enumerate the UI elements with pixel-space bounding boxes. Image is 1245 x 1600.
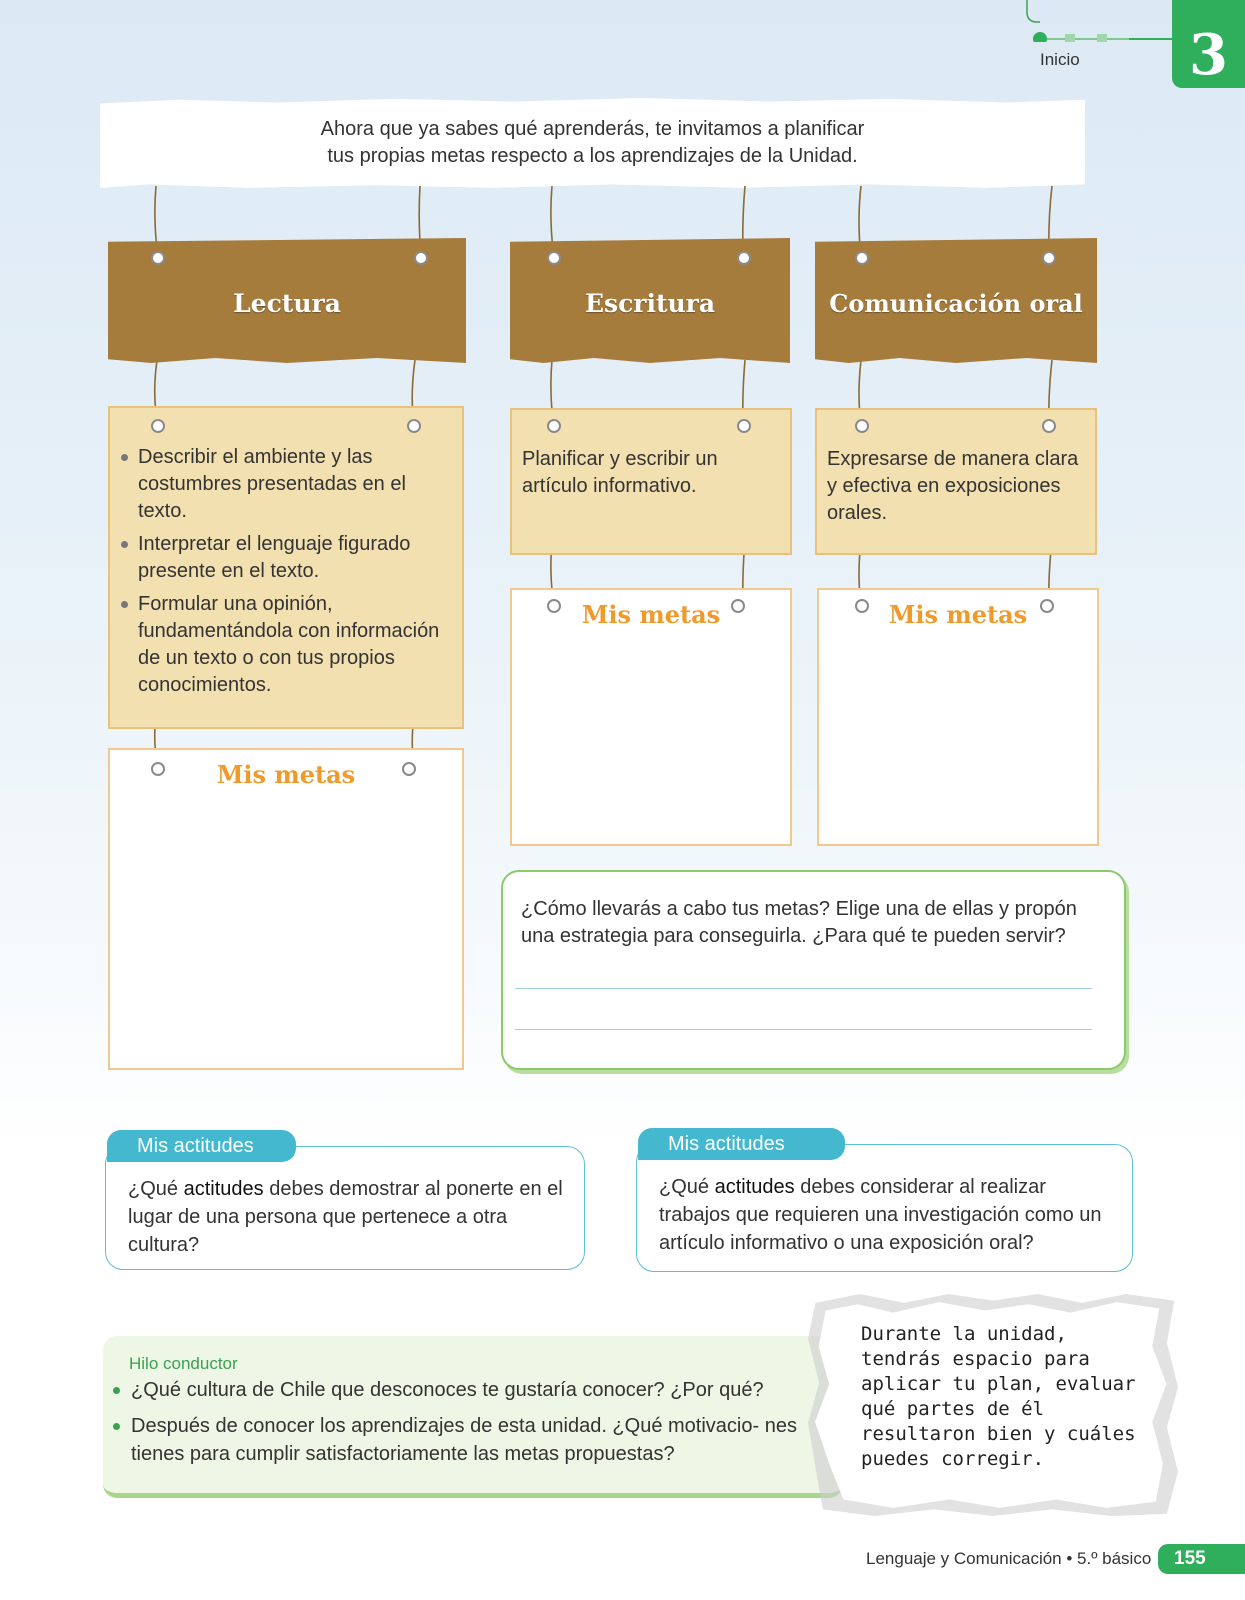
card-ring <box>151 762 165 776</box>
sign-ring <box>547 251 561 265</box>
goals-box-escritura[interactable]: Mis metas <box>510 588 792 846</box>
attitudes-tab-right: Mis actitudes <box>638 1128 845 1160</box>
sign-ring <box>414 251 428 265</box>
objective-item: Interpretar el lenguaje figurado present… <box>120 531 448 585</box>
attitudes-keyword: actitudes <box>183 1178 264 1200</box>
objective-item: Formular una opinión, fundamentándola co… <box>120 591 448 699</box>
progress-dot <box>1065 34 1075 42</box>
attitudes-box-left: ¿Qué actitudes debes demostrar al ponert… <box>105 1146 585 1270</box>
card-ring <box>547 419 561 433</box>
progress-dot-current <box>1033 32 1047 42</box>
goals-box-lectura[interactable]: Mis metas <box>108 748 464 1070</box>
note-text: Durante la unidad, tendrás espacio para … <box>861 1323 1136 1470</box>
footer-subject: Lenguaje y Comunicación • 5.º básico <box>866 1549 1152 1568</box>
card-ring <box>151 419 165 433</box>
answer-line[interactable] <box>515 1029 1092 1030</box>
strategy-question-box: ¿Cómo llevarás a cabo tus metas? Elige u… <box>501 870 1126 1070</box>
attitudes-text: ¿Qué <box>128 1178 184 1200</box>
card-ring <box>547 599 561 613</box>
objectives-card-lectura: Describir el ambiente y las costumbres p… <box>108 406 464 729</box>
card-ring <box>402 762 416 776</box>
attitudes-text: debes considerar al realizar trabajos qu… <box>659 1176 1102 1254</box>
strategy-question-text: ¿Cómo llevarás a cabo tus metas? Elige u… <box>521 898 1077 947</box>
card-ring <box>1040 599 1054 613</box>
sign-ring <box>855 251 869 265</box>
card-ring <box>855 599 869 613</box>
sign-ring <box>151 251 165 265</box>
unit-number-tab: 3 <box>1172 0 1245 88</box>
attitudes-text: debes demostrar al ponerte en el lugar d… <box>128 1178 563 1256</box>
attitudes-box-right: ¿Qué actitudes debes considerar al reali… <box>636 1144 1133 1272</box>
card-ring <box>731 599 745 613</box>
hilo-conductor-box: Hilo conductor ¿Qué cultura de Chile que… <box>103 1336 843 1498</box>
card-ring <box>407 419 421 433</box>
hilo-question: ¿Qué cultura de Chile que desconoces te … <box>113 1376 833 1404</box>
card-ring <box>737 419 751 433</box>
goals-box-comunicacion-oral[interactable]: Mis metas <box>817 588 1099 846</box>
attitudes-keyword: actitudes <box>714 1176 795 1198</box>
card-ring <box>855 419 869 433</box>
progress-dot <box>1097 34 1107 42</box>
sign-ring <box>1042 251 1056 265</box>
sign-ring <box>737 251 751 265</box>
torn-paper-note <box>815 1302 1167 1508</box>
attitudes-tab-left: Mis actitudes <box>107 1130 296 1162</box>
objective-text: Expresarse de manera clara y efectiva en… <box>827 448 1079 524</box>
answer-line[interactable] <box>515 988 1092 989</box>
objective-text: Planificar y escribir un artículo inform… <box>522 448 718 497</box>
attitudes-text: ¿Qué <box>659 1176 715 1198</box>
goals-title: Mis metas <box>581 600 721 629</box>
intro-line-2: tus propias metas respecto a los aprendi… <box>327 145 858 167</box>
hilo-question: Después de conocer los aprendizajes de e… <box>113 1412 833 1468</box>
nav-label-inicio: Inicio <box>1040 50 1080 69</box>
objective-item: Describir el ambiente y las costumbres p… <box>120 444 448 525</box>
intro-line-1: Ahora que ya sabes qué aprenderás, te in… <box>320 118 865 140</box>
intro-banner: Ahora que ya sabes qué aprenderás, te in… <box>100 98 1085 188</box>
progress-track <box>1026 0 1175 42</box>
goals-title: Mis metas <box>888 600 1028 629</box>
hilo-conductor-label: Hilo conductor <box>129 1354 238 1373</box>
goals-title: Mis metas <box>216 760 356 789</box>
card-ring <box>1042 419 1056 433</box>
sign-lectura: Lectura <box>108 238 466 363</box>
page-number: 155 <box>1158 1544 1245 1574</box>
